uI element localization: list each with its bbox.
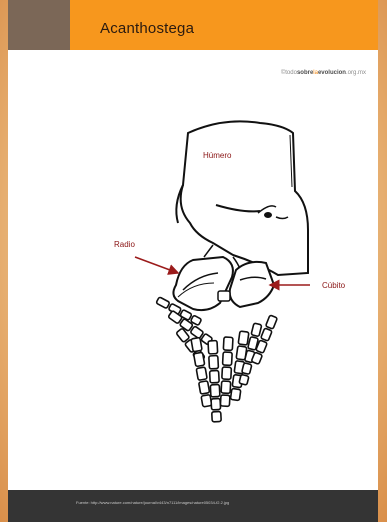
slide: Acanthostega ©todosobrelaevolucion.org.m…	[8, 0, 378, 522]
digit-rays	[156, 297, 277, 422]
footer-bar: Fuente: http://www.nature.com/nature/jou…	[8, 490, 378, 522]
label-humerus: Húmero	[203, 151, 232, 160]
header-block	[8, 0, 70, 50]
credit-prefix: ©todo	[281, 70, 297, 76]
credit-suffix: .org.mx	[346, 70, 366, 76]
label-ulna: Cúbito	[322, 281, 346, 290]
label-radius: Radio	[114, 240, 135, 249]
source-citation: Fuente: http://www.nature.com/nature/jou…	[76, 500, 229, 505]
credit-line: ©todosobrelaevolucion.org.mx	[281, 70, 366, 76]
credit-mid: sobre	[297, 70, 313, 76]
radius-arrow	[135, 257, 178, 273]
slide-title: Acanthostega	[100, 20, 194, 37]
limb-diagram: Húmero Radio Cúbito	[8, 95, 378, 425]
credit-brand: evolucion	[318, 70, 346, 76]
